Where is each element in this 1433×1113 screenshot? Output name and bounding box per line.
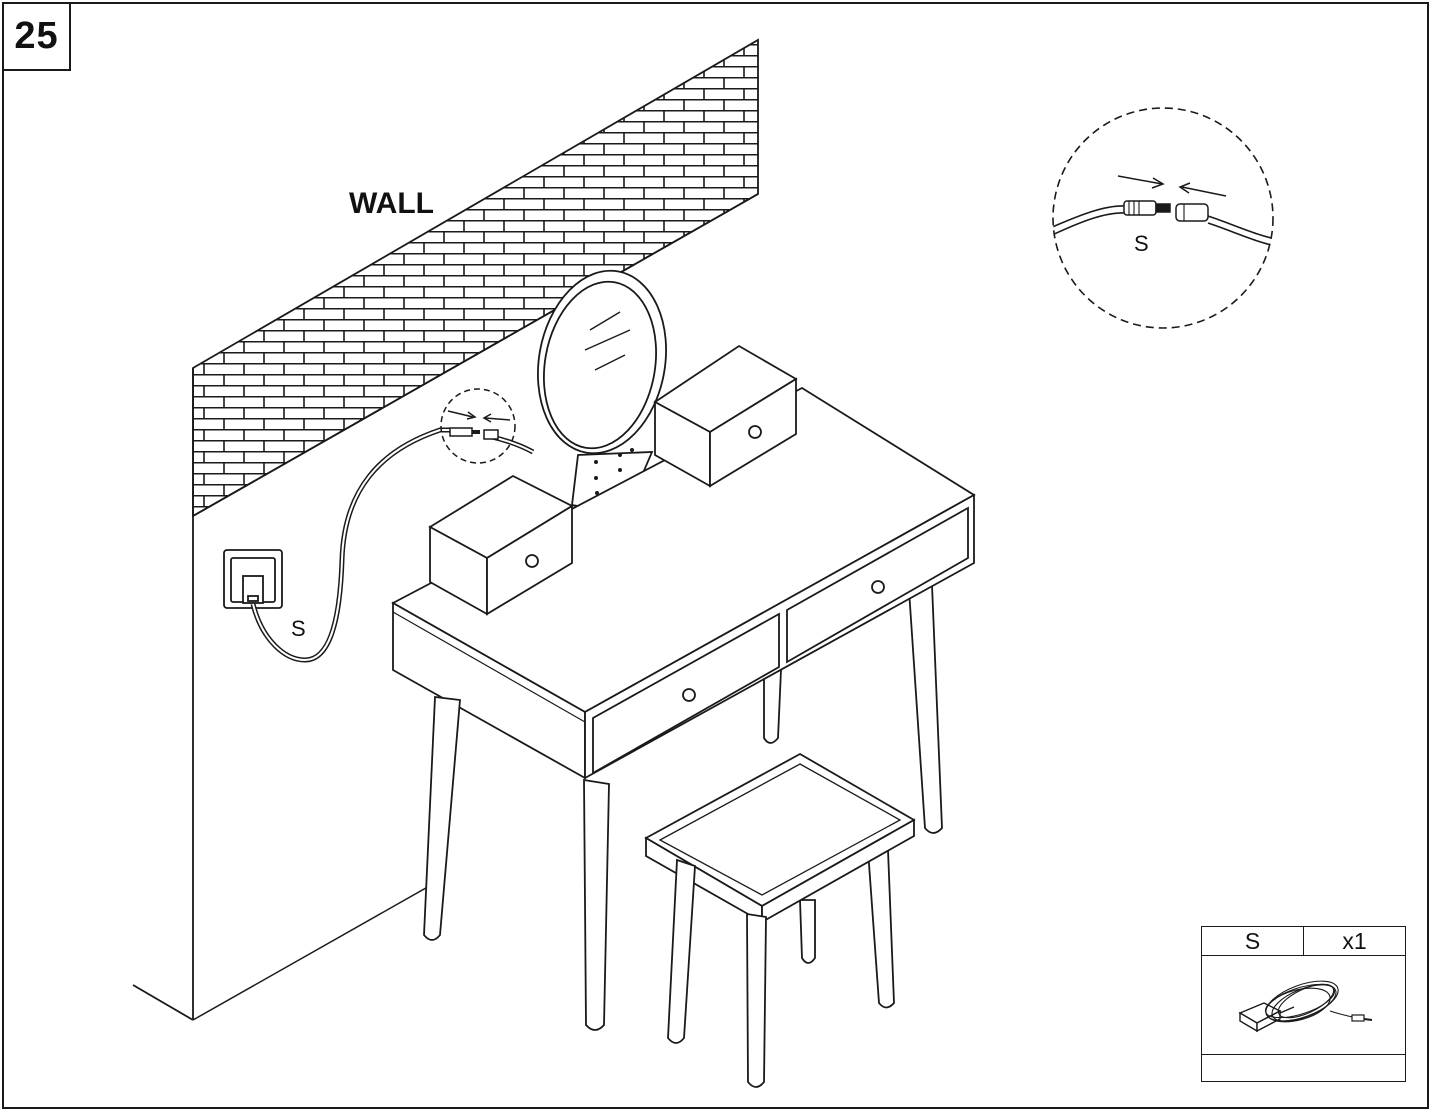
parts-list: S x1 [1201,926,1406,1082]
vanity-table [391,386,976,780]
zoom-label-s: S [1134,231,1149,256]
wall [132,38,759,1021]
step-number: 25 [4,4,71,71]
wall-socket [223,549,283,609]
parts-list-header: S x1 [1202,927,1405,956]
mirror [537,269,667,508]
table-legs-back [763,583,943,834]
part-quantity: x1 [1342,927,1367,954]
power-adapter-icon [1238,980,1373,1033]
table-legs-front [423,695,610,1031]
drawer-box-left [428,474,574,616]
wall-label: WALL [349,187,434,220]
stool [644,752,916,1088]
part-id: S [1202,927,1304,955]
drawer-box-right [653,344,798,488]
connector-detail-zoom: S [1052,107,1274,329]
parts-list-footer [1202,1054,1405,1055]
cable-label-s: S [291,616,306,641]
connector-detail-small [440,388,516,464]
